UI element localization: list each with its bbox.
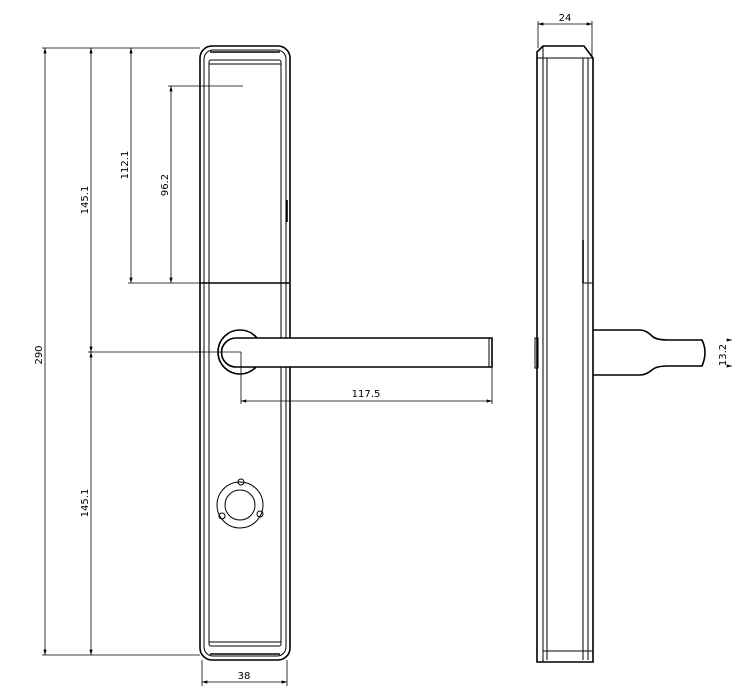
dim-display-to-split: 96.2	[160, 174, 171, 196]
side-body-outline	[536, 45, 594, 663]
dim-upper-half: 145.1	[80, 186, 91, 215]
side-lever	[593, 329, 706, 376]
key-cylinder	[216, 478, 264, 529]
side-knob	[534, 337, 539, 369]
side-dimensions: 24 13.2	[537, 13, 732, 368]
dim-handle-length: 117.5	[352, 389, 381, 400]
lever-handle	[220, 337, 493, 368]
dim-handle-thickness: 13.2	[718, 344, 729, 366]
dim-width: 38	[238, 671, 251, 682]
dim-depth: 24	[559, 13, 572, 24]
front-view	[199, 45, 493, 661]
side-view	[534, 45, 706, 663]
front-dimensions: 290 145.1 145.1 112.1 96.2 117.5 38	[34, 47, 493, 686]
dim-total-height: 290	[34, 345, 45, 364]
dim-top-to-split: 112.1	[120, 151, 131, 180]
dim-lower-half: 145.1	[80, 489, 91, 518]
